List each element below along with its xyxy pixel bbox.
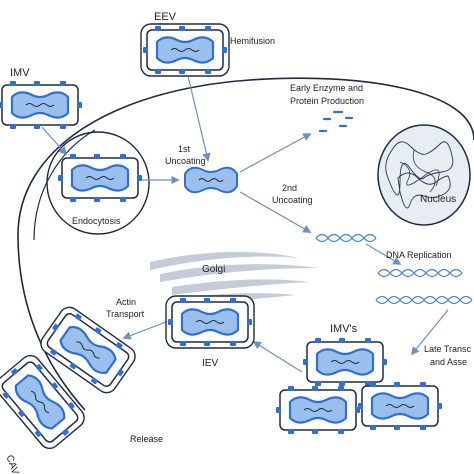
imv-virion-3 — [356, 380, 444, 432]
label-uncoating1-line1: 1st — [178, 144, 191, 154]
label-actin-line1: Actin — [116, 297, 136, 307]
dna-helix-2 — [377, 268, 463, 278]
label-release: Release — [130, 434, 163, 444]
arrow-imv-to-iev — [252, 341, 303, 373]
label-early-line1: Early Enzyme and — [290, 83, 363, 93]
arrow-imv-to-endocytosis — [41, 126, 68, 156]
endocytosis-vesicle — [46, 131, 150, 235]
label-uncoating2-line1: 2nd — [282, 183, 297, 193]
cell-membrane — [17, 77, 474, 236]
label-nucleus: Nucleus — [420, 194, 456, 205]
early-protein-fragments — [318, 110, 354, 133]
arrow-actin-transport — [122, 321, 167, 340]
endocytosed-imv — [56, 152, 144, 204]
label-imv: IMV — [10, 67, 30, 79]
label-hemifusion: Hemifusion — [230, 36, 275, 46]
arrow-eev-to-uncoating — [187, 75, 211, 162]
cell-membrane-inner — [33, 129, 96, 241]
arrow-to-dna — [239, 191, 312, 233]
label-cav: CAV — [3, 454, 20, 474]
imv-virion-1 — [301, 336, 389, 388]
label-eev: EEV — [154, 11, 177, 23]
dna-helix-3 — [375, 295, 473, 305]
label-actin-line2: Transport — [106, 309, 145, 319]
label-imvs: IMV's — [330, 323, 358, 335]
arrow-dna-replication — [365, 243, 402, 265]
cell-membrane-lower — [17, 234, 86, 411]
iev-virion — [166, 296, 254, 348]
label-golgi: Golgi — [202, 264, 225, 275]
arrow-late-transcription — [410, 309, 449, 356]
imv-virion-2 — [274, 384, 362, 436]
label-late-line1: Late Transc — [424, 344, 472, 354]
label-uncoating2-line2: Uncoating — [272, 195, 313, 205]
arrow-to-early-proteins — [239, 133, 312, 173]
dna-helix-1 — [315, 233, 377, 243]
label-endocytosis: Endocytosis — [72, 216, 121, 226]
label-dna-replication: DNA Replication — [386, 250, 452, 260]
label-iev: IEV — [202, 358, 218, 369]
uncoated-core — [184, 166, 238, 194]
label-early-line2: Protein Production — [290, 96, 364, 106]
label-late-line2: and Asse — [430, 357, 467, 367]
nucleus — [377, 124, 471, 226]
label-uncoating1-line2: Uncoating — [165, 156, 206, 166]
eev-virion — [141, 24, 229, 76]
imv-virion — [0, 79, 84, 131]
